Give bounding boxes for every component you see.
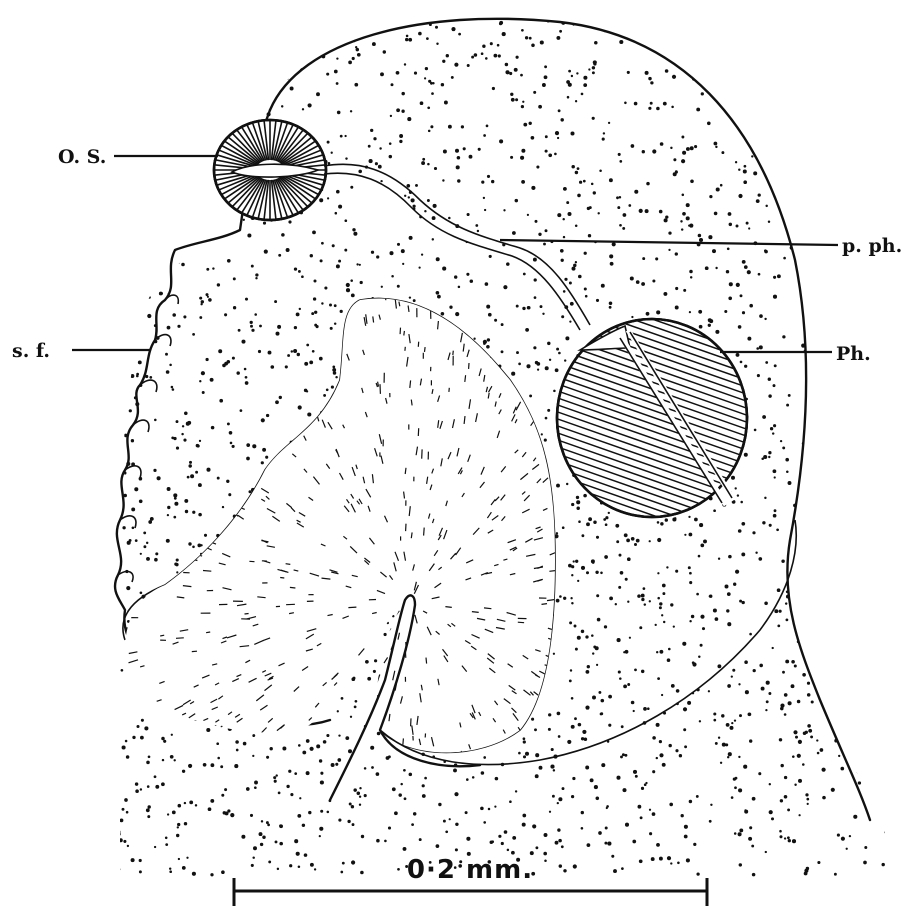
label-oral-sucker: O. S. bbox=[58, 146, 106, 168]
label-prepharynx: p. ph. bbox=[842, 235, 902, 257]
label-sucker-foot: s. f. bbox=[12, 340, 50, 362]
oral-sucker bbox=[200, 108, 340, 232]
scale-bar-label: 0·2 mm. bbox=[407, 855, 533, 885]
scale-bar: 0·2 mm. bbox=[233, 855, 708, 906]
pph-leader-line bbox=[500, 240, 838, 245]
label-pharynx: Ph. bbox=[836, 343, 871, 365]
inner-fibrous-tissue bbox=[100, 280, 580, 780]
